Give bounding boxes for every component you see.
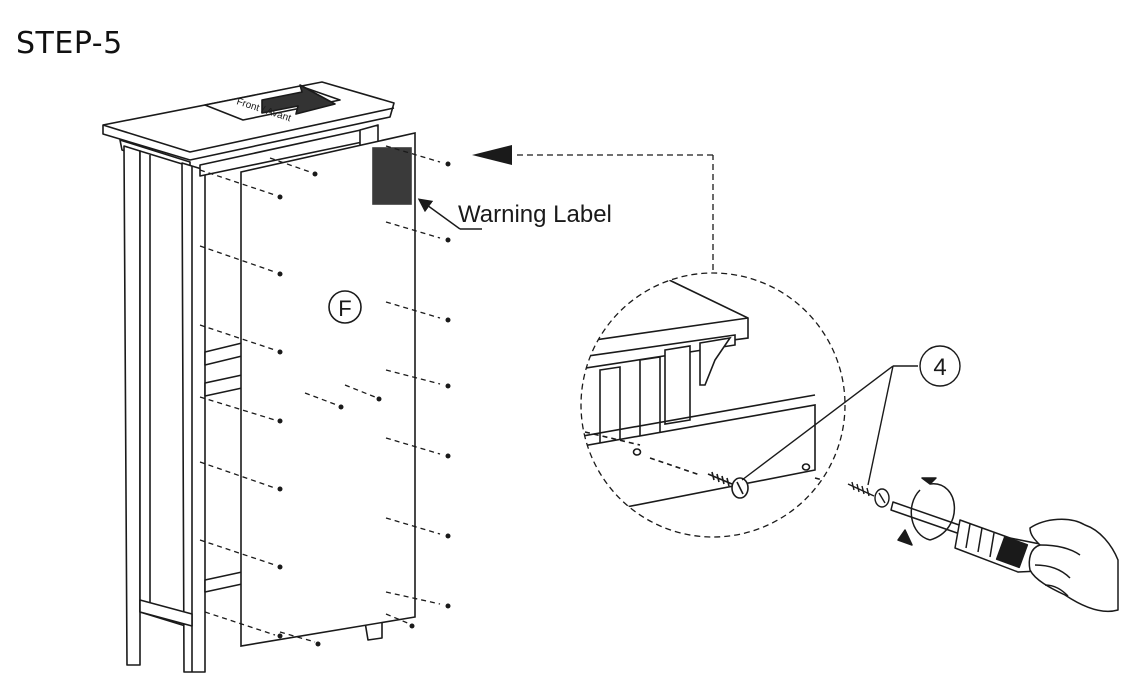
part-letter-f: F <box>338 296 351 321</box>
hand <box>1028 518 1119 612</box>
screw-count-label: 4 <box>933 354 946 381</box>
warning-label-callout <box>417 198 482 230</box>
detail-circle <box>580 272 846 538</box>
panel-screws <box>199 145 451 647</box>
back-panel-f <box>240 132 416 647</box>
detail-screw-2 <box>847 481 890 508</box>
cabinet-leg-front-near <box>181 162 206 673</box>
detail-leader <box>515 154 714 270</box>
screw-callout <box>741 345 961 486</box>
step-title: STEP-5 <box>16 26 123 61</box>
warning-label-text: Warning Label <box>458 201 612 228</box>
detail-leader-arrow <box>472 145 512 165</box>
detail-screw-1 <box>707 471 749 499</box>
warning-label-patch <box>372 147 412 205</box>
cabinet-shelf-bottom <box>204 571 243 593</box>
cabinet-leg-front-left <box>123 145 141 666</box>
cabinet <box>102 81 395 673</box>
cabinet-shelf-mid <box>204 342 243 366</box>
